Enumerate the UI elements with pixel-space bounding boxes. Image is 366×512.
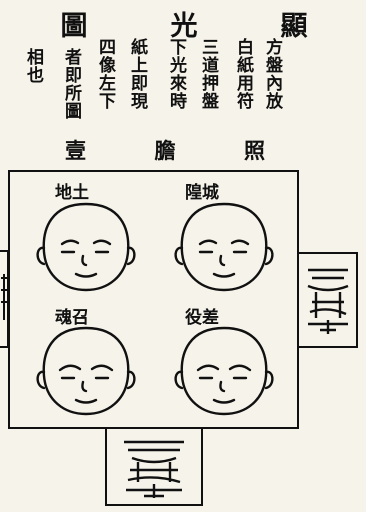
side-tab-right <box>298 252 358 348</box>
diagram-subtitle: 壹 膽 照 <box>65 135 265 165</box>
talisman-seal-left <box>1 274 7 320</box>
text-column-1: 方盤內放 <box>262 38 282 110</box>
document-title: 圖 光 顯 <box>55 4 315 43</box>
text-column-2: 白紙用符 <box>233 38 253 110</box>
text-column-6: 四像左下 <box>95 38 115 110</box>
side-tab-bottom <box>105 428 203 506</box>
talisman-seal-bottom <box>124 440 184 498</box>
subtitle-char: 膽 <box>154 138 176 163</box>
text-column-8: 相也 <box>23 48 43 84</box>
title-char: 顯 <box>280 11 310 42</box>
subtitle-char: 照 <box>244 138 265 163</box>
face-label: 地土 <box>55 183 89 203</box>
mirror-frame <box>8 170 299 429</box>
subtitle-char: 壹 <box>65 138 86 163</box>
face-drawing <box>36 202 136 292</box>
face-label: 隍城 <box>185 183 219 203</box>
text-column-5: 紙上即現 <box>127 38 147 110</box>
text-column-4: 下光來時 <box>166 38 186 110</box>
face-label: 役差 <box>185 308 219 328</box>
face-drawing <box>174 326 274 416</box>
text-column-7: 者即所圖 <box>61 48 81 120</box>
face-label: 魂召 <box>55 308 89 328</box>
face-drawing <box>174 202 274 292</box>
face-drawing <box>36 326 136 416</box>
title-char: 光 <box>170 11 200 42</box>
text-column-3: 三道押盤 <box>198 38 218 110</box>
side-tab-left <box>0 250 9 348</box>
talisman-seal-right <box>307 268 349 334</box>
title-char: 圖 <box>60 11 90 42</box>
